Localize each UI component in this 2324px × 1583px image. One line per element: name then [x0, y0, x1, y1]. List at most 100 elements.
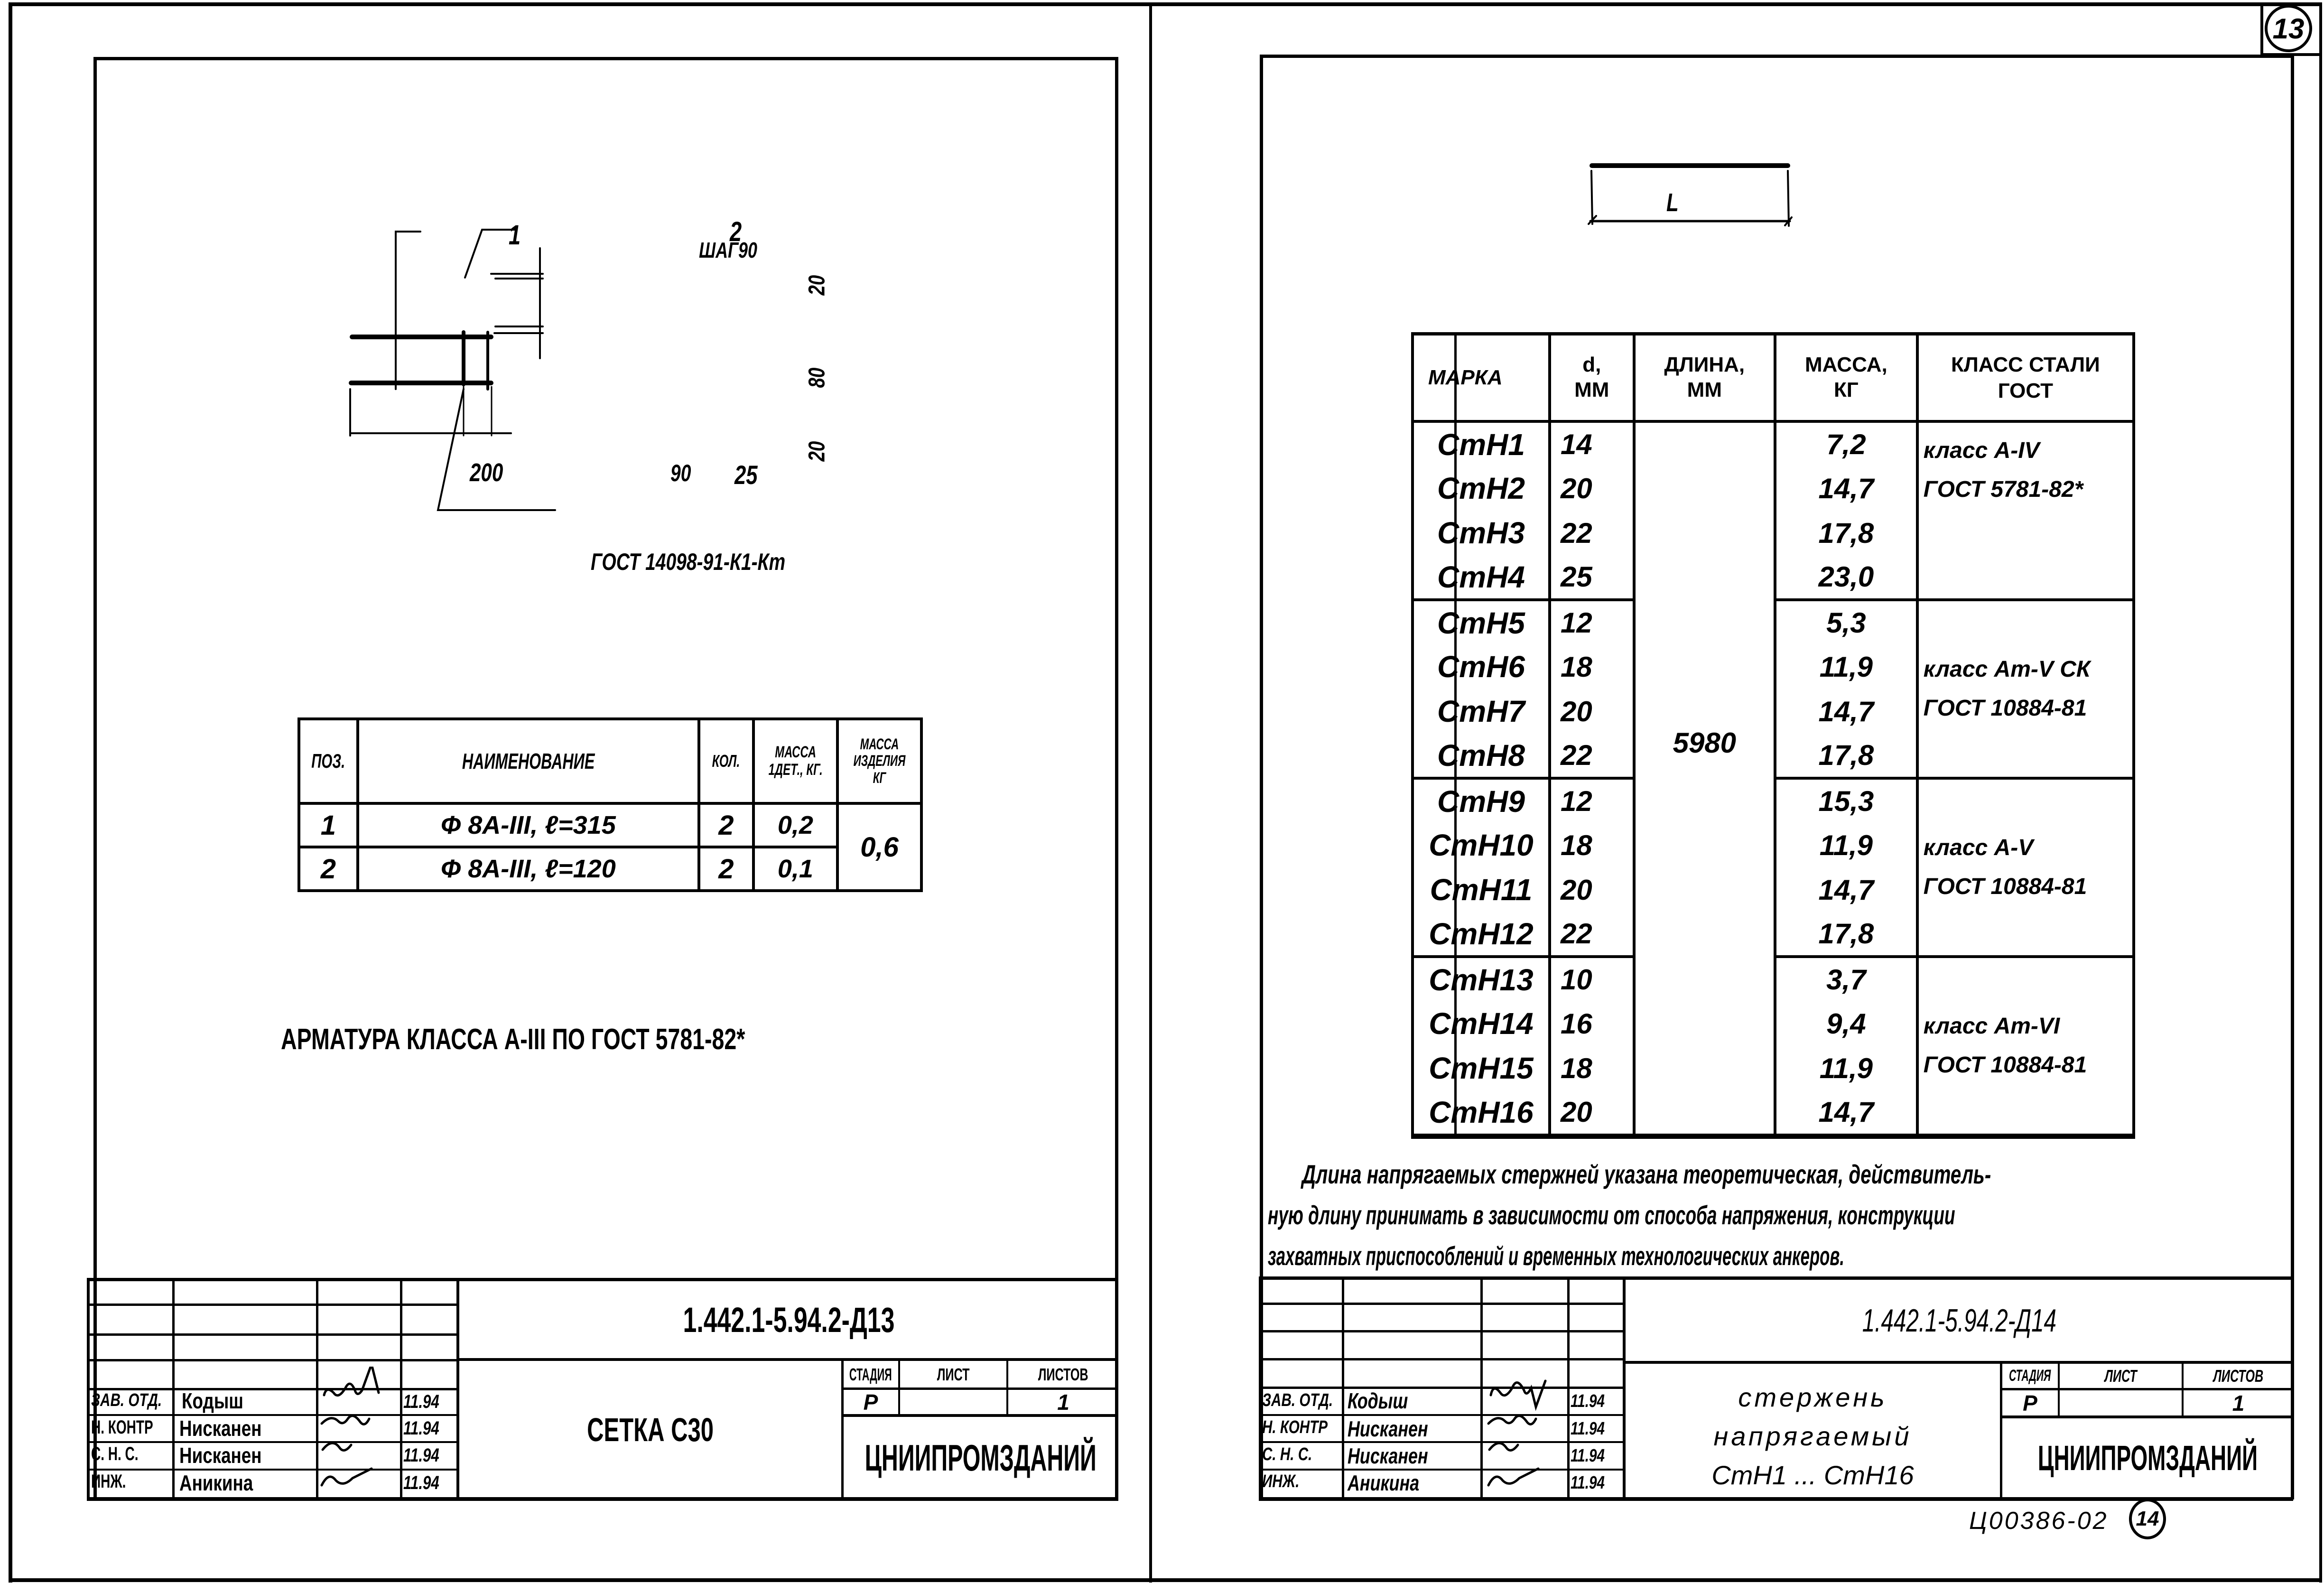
steel-class: класс Ат-V СК ГОСТ 10884-81 — [1915, 598, 2136, 780]
outer-frame-right — [2319, 2, 2322, 1583]
steel-gost-line: ГОСТ 10884-81 — [1923, 1052, 2087, 1078]
dim-25: 25 — [734, 460, 758, 490]
rod-mass: 14,7 — [1773, 867, 1919, 912]
steel-class-line: класс А-V — [1923, 835, 2034, 861]
rod-diameter: 18 — [1548, 823, 1636, 867]
role-label: ИНЖ. — [91, 1471, 126, 1492]
length-note: Длина напрягаемых стержней указана теоре… — [1268, 1154, 2288, 1276]
rod-mass: 11,9 — [1773, 823, 1919, 867]
signature-date: 11.94 — [1571, 1419, 1605, 1439]
doc-code: 1.442.1-5.94.2-Д13 — [683, 1300, 895, 1340]
rod-row: СтН15 18 11,9 — [1411, 1046, 2134, 1090]
steel-gost-line: ГОСТ 10884-81 — [1923, 874, 2087, 899]
rod-drawing — [1588, 163, 1793, 227]
stage-value: Р — [863, 1389, 878, 1415]
sheets-value: 1 — [2232, 1390, 2245, 1415]
row-mass-unit: 0,1 — [752, 846, 839, 892]
spec-table: ПОЗ. НАИМЕНОВАНИЕ КОЛ. МАССА 1ДЕТ., КГ. … — [297, 717, 923, 892]
person-name: Нисканен — [179, 1443, 262, 1468]
rod-mark: СтН15 — [1411, 1046, 1551, 1090]
steel-class-line: класс Ат-V СК — [1923, 657, 2091, 682]
left-inner-frame — [93, 57, 1118, 1499]
rod-diameter: 12 — [1548, 598, 1636, 644]
rod-mass: 17,8 — [1773, 511, 1919, 555]
rod-mark: СтН9 — [1411, 777, 1551, 823]
rod-row: СтН8 22 17,8 — [1411, 734, 2134, 780]
signature-date: 11.94 — [1571, 1446, 1605, 1466]
length-label: L — [1666, 188, 1679, 217]
rod-diameter: 20 — [1548, 867, 1636, 912]
rod-row: СтН5 12 5,3 класс Ат-V СК ГОСТ 10884-81 — [1411, 598, 2136, 780]
rod-mark: СтН10 — [1411, 823, 1551, 867]
sheet-value — [900, 1390, 1006, 1414]
outer-frame-left — [9, 2, 12, 1583]
rod-mark: СтН16 — [1411, 1090, 1551, 1136]
rod-row: СтН11 20 14,7 — [1411, 867, 2134, 912]
page-number-bottom: 14 — [2129, 1499, 2166, 1539]
organization-name: ЦНИИПРОМЗДАНИЙ — [865, 1436, 1097, 1479]
role-label: ИНЖ. — [1262, 1471, 1300, 1491]
rod-row: СтН9 12 15,3 класс А-V ГОСТ 10884-81 — [1411, 777, 2136, 958]
organization-name: ЦНИИПРОМЗДАНИЙ — [2037, 1438, 2258, 1478]
rods-table-grid: МАРКА d, ММ ДЛИНА, ММ МАССА, КГ КЛАСС СТ… — [1411, 332, 2136, 1136]
sheets-header: ЛИСТОВ — [1038, 1365, 1088, 1384]
signature-date: 11.94 — [403, 1445, 439, 1466]
rod-mass: 14,7 — [1773, 1090, 1919, 1136]
gost-label: ГОСТ 14098-91-К1-Кт — [591, 549, 786, 575]
header-diameter: d, ММ — [1548, 332, 1636, 423]
handwritten-signatures — [320, 1367, 380, 1487]
header-qty: КОЛ. — [697, 717, 755, 805]
rod-mass: 11,9 — [1773, 644, 1919, 689]
page-divider — [1149, 2, 1152, 1583]
rebar-class-note: АРМАТУРА КЛАССА А-III ПО ГОСТ 5781-82* — [281, 1023, 745, 1056]
stage-header: СТАДИЯ — [849, 1365, 892, 1384]
rod-mass: 14,7 — [1773, 466, 1919, 511]
note-line: ную длину принимать в зависимости от спо… — [1268, 1200, 1955, 1230]
rod-mass: 17,8 — [1773, 912, 1919, 958]
stage-value: Р — [2023, 1390, 2037, 1415]
sheets-value: 1 — [1057, 1389, 1069, 1415]
rod-diameter: 20 — [1548, 689, 1636, 734]
rod-row: СтН6 18 11,9 — [1411, 644, 2134, 689]
right-inner-frame — [1260, 55, 2294, 1499]
person-name: Нисканен — [1348, 1416, 1428, 1441]
rod-row: СтН2 20 14,7 — [1411, 466, 2134, 511]
rod-diameter: 20 — [1548, 466, 1636, 511]
header-mass: МАССА, КГ — [1773, 332, 1919, 423]
rod-diameter: 22 — [1548, 511, 1636, 555]
mass-total: 0,6 — [836, 802, 923, 892]
rods-header-row: МАРКА d, ММ ДЛИНА, ММ МАССА, КГ КЛАСС СТ… — [1411, 332, 2136, 423]
rod-length: 5980 — [1632, 420, 1776, 1136]
note-line: захватных приспособлений и временных тех… — [1268, 1241, 1844, 1271]
stage-header: СТАДИЯ — [2009, 1367, 2051, 1385]
person-name: Кодыш — [182, 1388, 243, 1413]
rod-diameter: 14 — [1548, 420, 1636, 466]
rod-row: СтН3 22 17,8 — [1411, 511, 2134, 555]
spec-row: 2 Ф 8А-III, ℓ=120 2 0,1 — [297, 846, 921, 892]
row-qty: 2 — [697, 802, 755, 848]
rod-diameter: 18 — [1548, 1046, 1636, 1090]
sheet-value — [2060, 1390, 2182, 1415]
role-label: ЗАВ. ОТД. — [1262, 1390, 1333, 1410]
person-name: Аникина — [1348, 1471, 1420, 1495]
spec-header-row: ПОЗ. НАИМЕНОВАНИЕ КОЛ. МАССА 1ДЕТ., КГ. … — [297, 717, 923, 805]
role-label: Н. КОНТР — [1262, 1417, 1328, 1437]
rod-row: СтН14 16 9,4 — [1411, 1001, 2134, 1046]
rod-mark: СтН3 — [1411, 511, 1551, 555]
rod-diameter: 18 — [1548, 644, 1636, 689]
dim-20-bottom: 20 — [804, 441, 830, 462]
signature-date: 11.94 — [403, 1391, 439, 1412]
title-line: напрягаемый — [1713, 1421, 1912, 1451]
signature-date: 11.94 — [1571, 1391, 1605, 1411]
role-label: С. Н. С. — [1262, 1444, 1312, 1464]
rod-mark: СтН1 — [1411, 420, 1551, 466]
rod-row: СтН16 20 14,7 — [1411, 1090, 2134, 1136]
rod-mark: СтН2 — [1411, 466, 1551, 511]
rod-mass: 23,0 — [1773, 555, 1919, 601]
dim-20-top: 20 — [804, 275, 830, 296]
rod-mass: 5,3 — [1773, 598, 1919, 644]
signature-date: 11.94 — [403, 1418, 439, 1439]
rod-mark: СтН8 — [1411, 734, 1551, 780]
archive-code: Ц00386-02 — [1969, 1507, 2109, 1535]
header-pos: ПОЗ. — [297, 717, 359, 805]
